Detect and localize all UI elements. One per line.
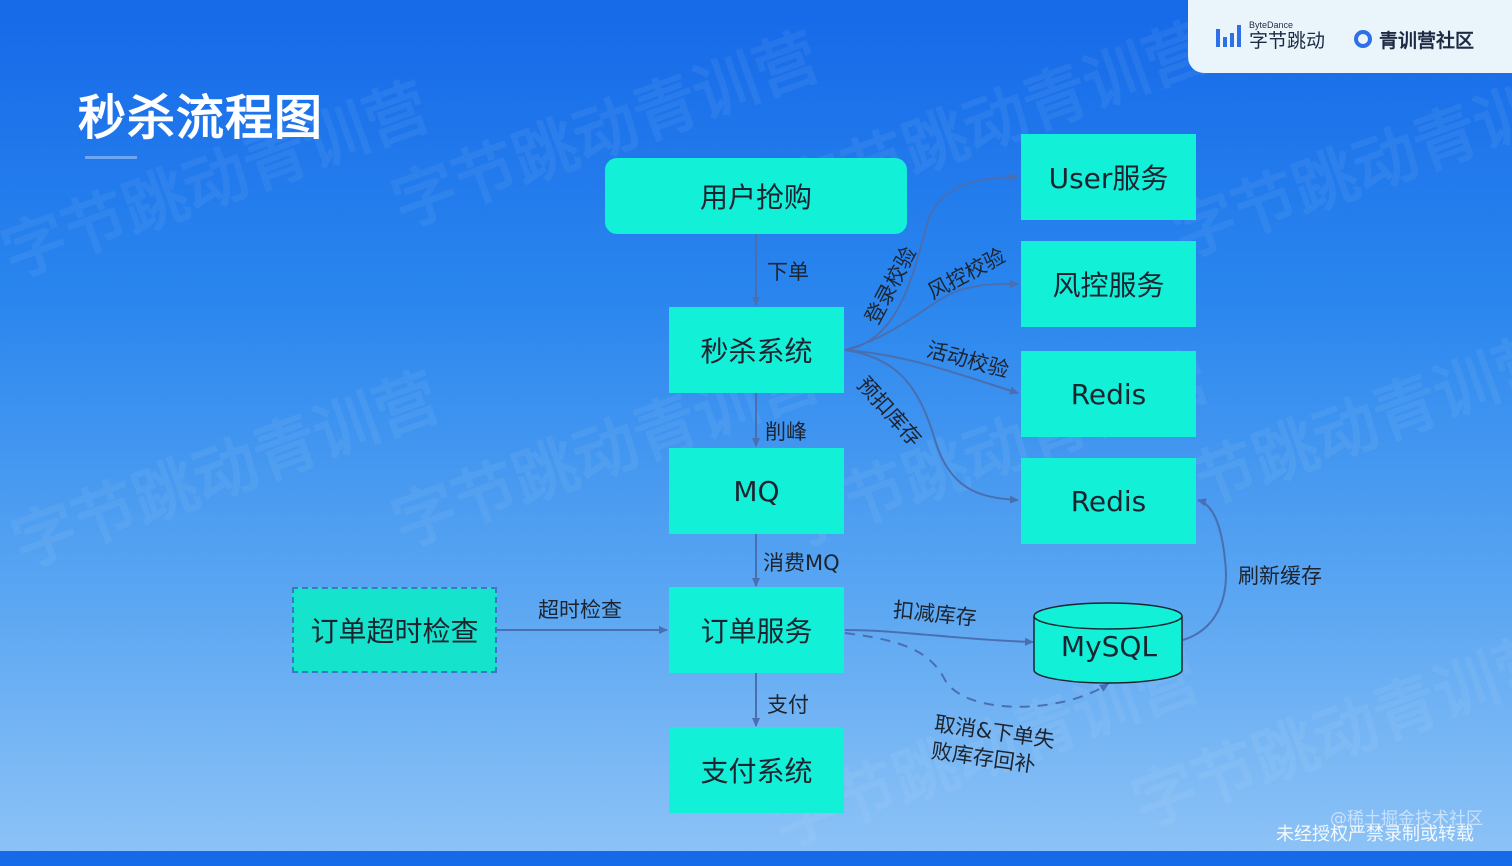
arrow-cancel-restore (844, 632, 1109, 708)
edge-label-consume-mq: 消费MQ (763, 551, 840, 575)
edge-label-refresh-cache: 刷新缓存 (1238, 564, 1322, 588)
redis-node-1: Redis (1021, 351, 1196, 437)
camp-logo: 青训营社区 (1354, 26, 1474, 52)
title-underline (85, 156, 137, 159)
bytedance-logo: ByteDance 字节跳动 (1216, 18, 1325, 54)
edge-label-place-order: 下单 (767, 260, 809, 284)
page-title: 秒杀流程图 (78, 90, 324, 146)
camp-ring-icon (1354, 30, 1372, 48)
arrow-deduct-stock (844, 629, 1034, 646)
arrow-risk-check (844, 279, 1019, 351)
mq-node: MQ (669, 448, 844, 534)
order-timeout-check-node: 订单超时检查 (292, 587, 497, 673)
seckill-system-node: 秒杀系统 (669, 307, 844, 393)
bytedance-wordmark: ByteDance (1249, 20, 1294, 30)
bytedance-bars-icon (1216, 25, 1241, 47)
camp-name: 青训营社区 (1379, 29, 1475, 52)
arrow-login-check (844, 173, 1019, 351)
payment-system-node: 支付系统 (669, 727, 844, 813)
redis-node-2: Redis (1021, 458, 1196, 544)
edge-label-timeout-check: 超时检查 (538, 598, 622, 622)
mysql-cylinder (1033, 602, 1183, 684)
arrow-activity-check (844, 349, 1019, 395)
edge-label-pay: 支付 (767, 693, 809, 717)
footer-credit: @稀土掘金技术社区 (1330, 809, 1483, 829)
arrow-pre-deduct (844, 349, 1019, 504)
user-service-node: User服务 (1021, 134, 1196, 220)
bytedance-cn-name: 字节跳动 (1249, 30, 1326, 52)
footer-notice: 未经授权严禁录制或转载 (1276, 824, 1474, 845)
order-service-node: 订单服务 (669, 587, 844, 673)
arrow-refresh-cache (1182, 498, 1227, 641)
edge-label-peak-shaving: 削峰 (765, 420, 807, 444)
logo-bar: ByteDance 字节跳动 青训营社区 (1188, 0, 1512, 73)
risk-service-node: 风控服务 (1021, 241, 1196, 327)
mysql-node-label: MySQL (1060, 630, 1158, 663)
user-purchase-node: 用户抢购 (605, 158, 907, 234)
